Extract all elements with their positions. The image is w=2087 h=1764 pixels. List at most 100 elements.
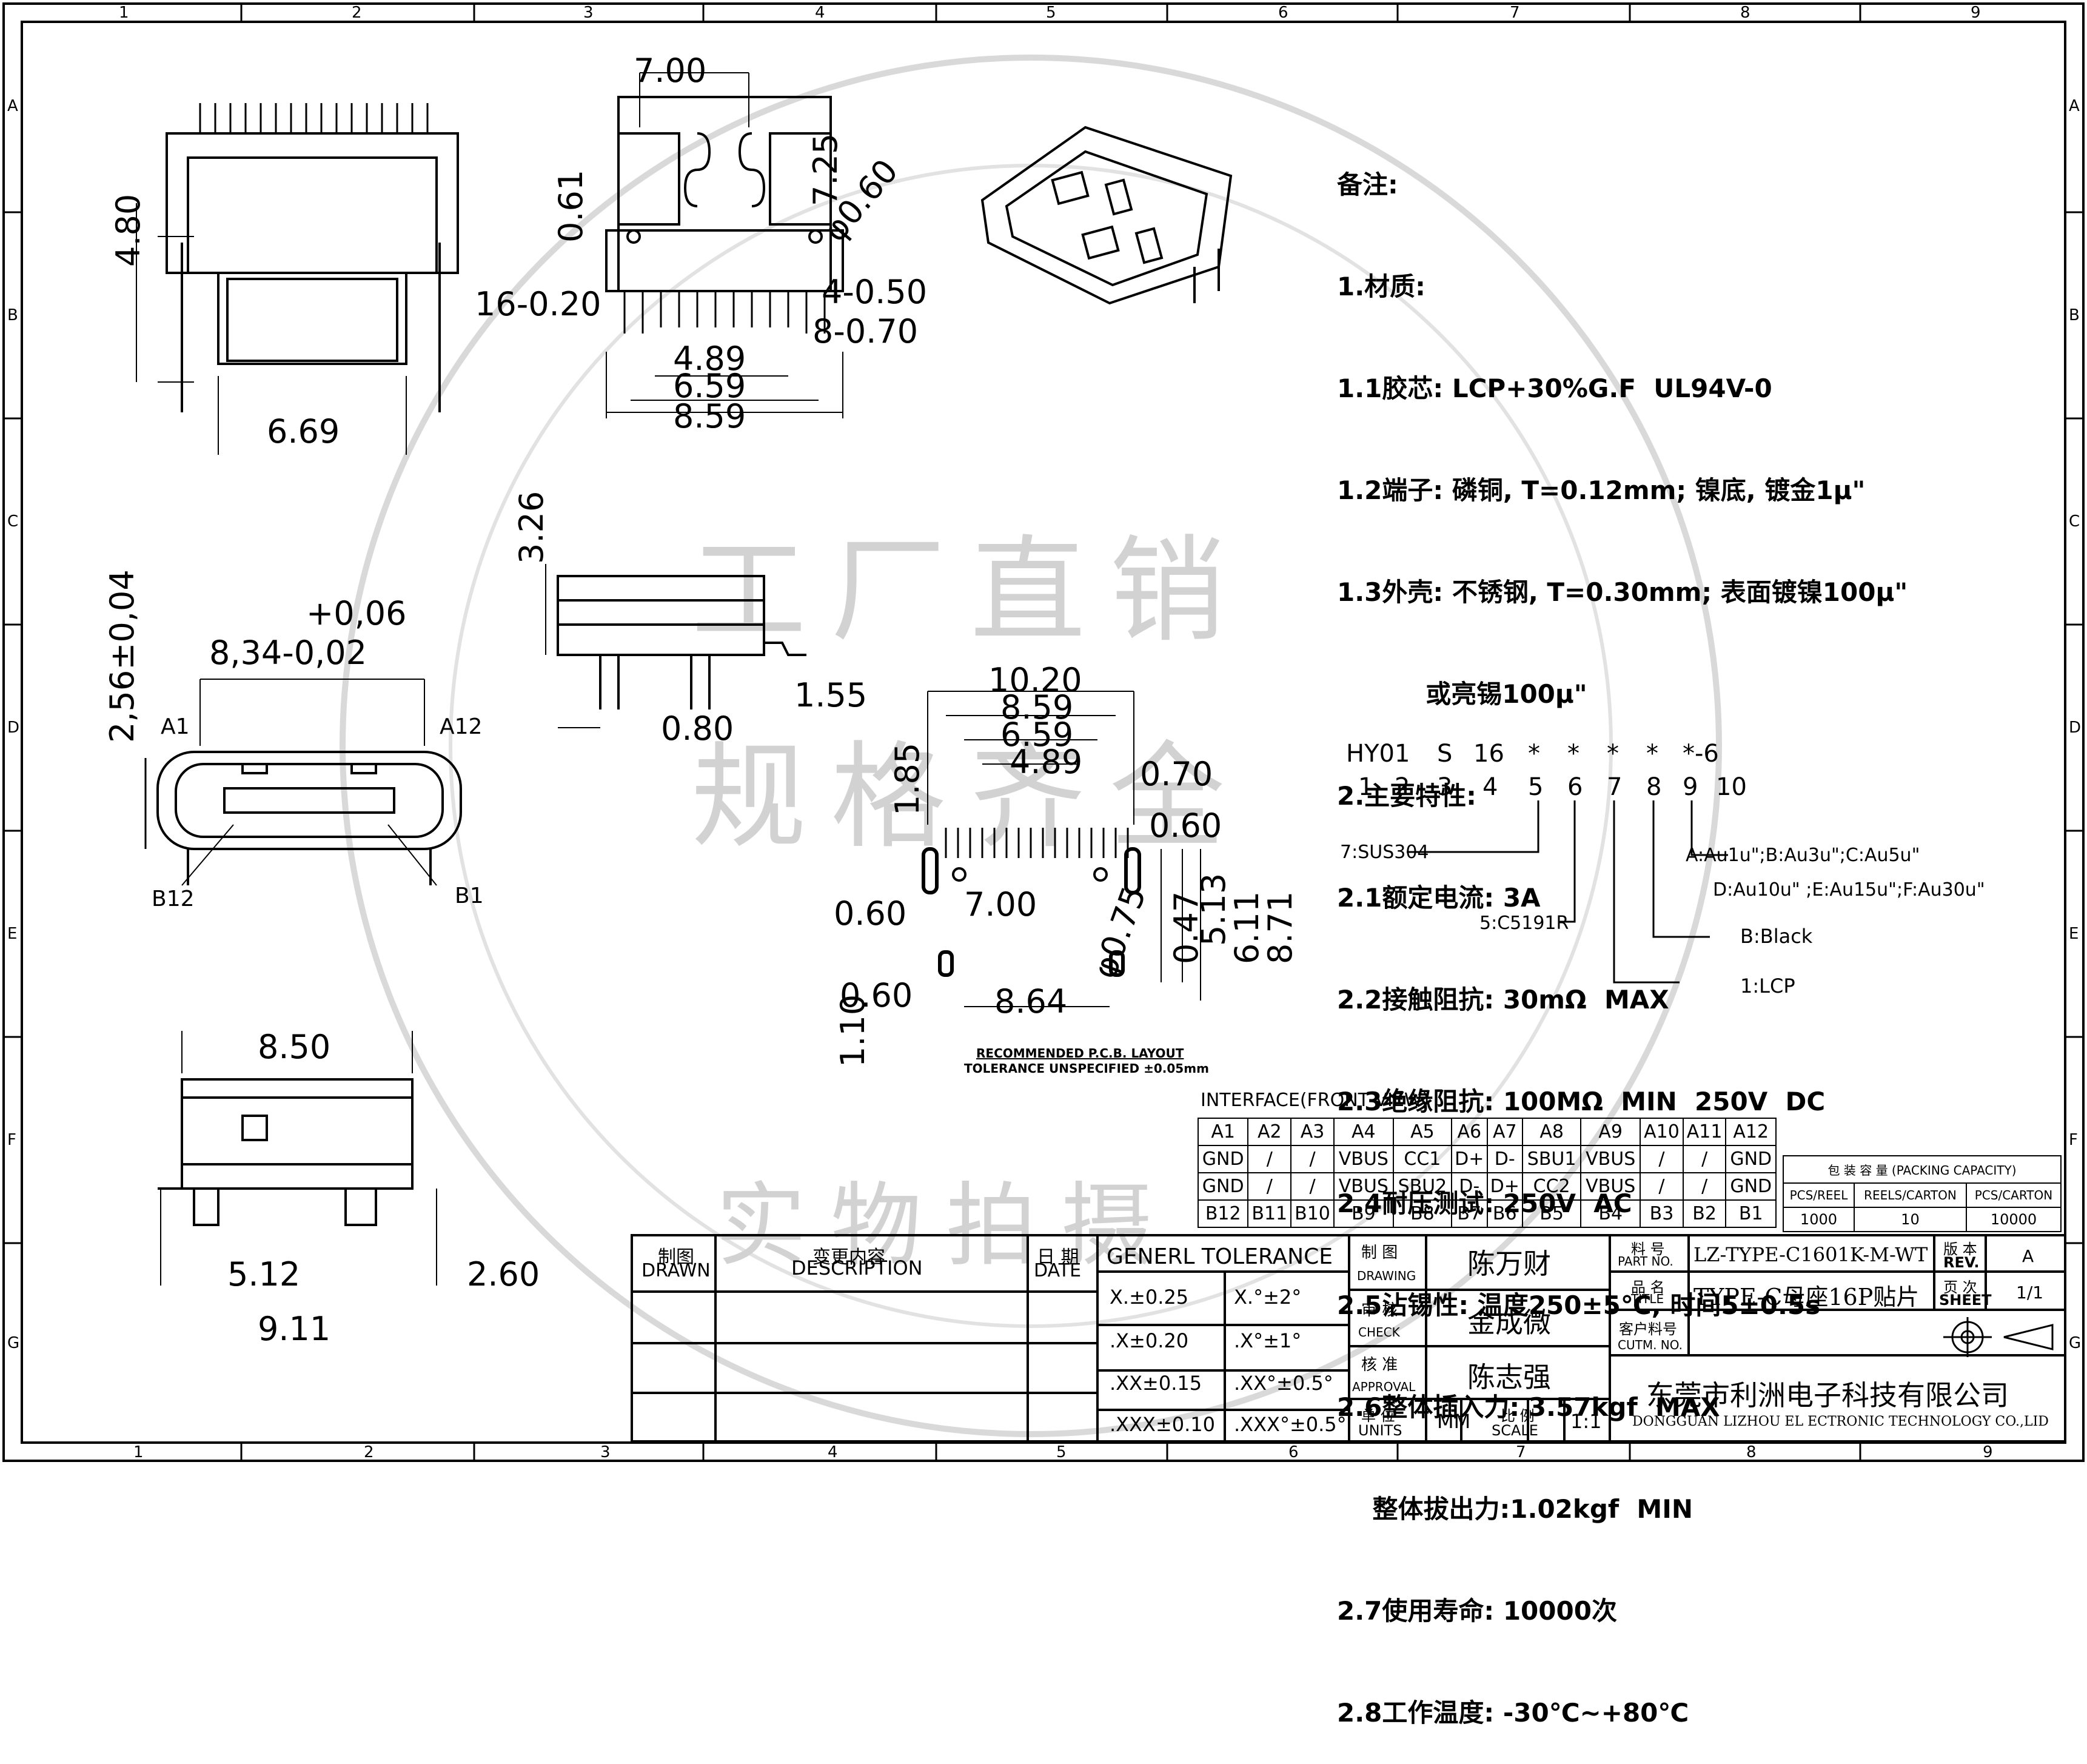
table-cell: B11 <box>1247 1199 1292 1228</box>
drawing-name: 陈万财 <box>1467 1247 1551 1280</box>
dim-pcb-871: 8.71 <box>1261 891 1299 964</box>
dim-pcb-060a: 0.60 <box>1149 807 1222 845</box>
sheet-label-cn: 页 次 <box>1943 1279 1977 1296</box>
code-label-7: 7:SUS304 <box>1340 842 1429 863</box>
col-label: 2 <box>364 1443 374 1461</box>
approval-label-en: APPROVAL <box>1352 1380 1416 1394</box>
projection-symbol-icon <box>1943 1317 2054 1357</box>
partno-value: LZ-TYPE-C1601K-M-WT <box>1693 1243 1928 1266</box>
dim-side-pins-width: 7.00 <box>634 52 707 90</box>
table-row: PCS/REEL REELS/CARTON PCS/CARTON <box>1783 1182 2062 1208</box>
code-seg: 16 <box>1473 740 1504 768</box>
table-cell: GND <box>1197 1172 1249 1201</box>
top-view-drawing <box>136 103 459 455</box>
table-cell: 10000 <box>1965 1207 2062 1232</box>
col-label: 6 <box>1288 1443 1299 1461</box>
rev-label-en: REV. <box>1943 1254 1980 1271</box>
col-label: 7 <box>1516 1443 1526 1461</box>
table-cell: / <box>1640 1145 1684 1173</box>
interface-title: INTERFACE(FRONT VIEW) <box>1201 1090 1430 1111</box>
scale-value: 1:1 <box>1570 1410 1602 1433</box>
table-row: A1 A2 A3 A4 A5 A6 A7 A8 A9 A10 A11 A12 <box>1197 1118 1777 1146</box>
pcb-caption-title: RECOMMENDED P.C.B. LAYOUT <box>976 1046 1184 1061</box>
code-label-8: B:Black <box>1740 925 1813 948</box>
dim-pcb-659: 6.59 <box>1000 716 1074 754</box>
note-line: 1.1胶芯: LCP+30%G.F UL94V-0 <box>1337 374 1772 403</box>
dim-front-tol-plus: +0,06 <box>306 594 407 632</box>
partno-label-cn: 料 号 <box>1631 1241 1665 1258</box>
dim-pcb-185: 1.85 <box>888 742 926 816</box>
table-cell: A8 <box>1522 1118 1582 1146</box>
sheet-label-en: SHEET <box>1939 1292 1992 1309</box>
table-cell: D- <box>1486 1145 1524 1173</box>
check-label-cn: 审 核 <box>1361 1301 1398 1320</box>
row-label: G <box>2069 1334 2082 1352</box>
dim-top-view-height: 4.80 <box>109 193 147 267</box>
check-label-en: CHECK <box>1358 1325 1400 1340</box>
table-cell: / <box>1290 1145 1335 1173</box>
dim-bottom-911: 9.11 <box>258 1310 331 1348</box>
tolerance-angular-1: .X°±1° <box>1234 1329 1302 1352</box>
tolerance-linear-2: .XX±0.15 <box>1110 1372 1202 1395</box>
code-label-9b: D:Au10u" ;E:Au15u";F:Au30u" <box>1713 879 1985 900</box>
table-cell: CC1 <box>1392 1145 1453 1173</box>
table-cell: A4 <box>1333 1118 1394 1146</box>
title-value: TYPE-C母座16P贴片 <box>1693 1284 1920 1310</box>
table-cell: B10 <box>1290 1199 1335 1228</box>
table-cell: B7 <box>1451 1199 1488 1228</box>
title-label-en: TITLE <box>1631 1292 1664 1306</box>
col-label: 1 <box>133 1443 144 1461</box>
table-cell: B8 <box>1392 1199 1453 1228</box>
isometric-view <box>980 126 1233 305</box>
row-label: C <box>2069 512 2080 531</box>
col-label: 5 <box>1046 4 1056 22</box>
note-line: 1.2端子: 磷铜, T=0.12mm; 镍底, 镀金1μ" <box>1337 475 1866 505</box>
cutm-label-cn: 客户料号 <box>1619 1321 1677 1338</box>
pcb-layout-drawing <box>922 691 1201 1007</box>
scale-label-cn: 比 例 <box>1501 1407 1535 1424</box>
table-cell: A10 <box>1640 1118 1684 1146</box>
note-line: 备注: <box>1337 170 1398 200</box>
tolerance-angular-2: .XX°±0.5° <box>1234 1372 1333 1395</box>
row-label: B <box>2069 306 2080 324</box>
note-line: 2.2接触阻抗: 30mΩ MAX <box>1337 985 1669 1014</box>
note-line: 整体拔出力:1.02kgf MIN <box>1337 1494 1693 1524</box>
bottom-view-drawing <box>158 1031 437 1286</box>
tolerance-linear-3: .XXX±0.10 <box>1110 1413 1215 1436</box>
code-index: 2 <box>1395 773 1410 801</box>
tolerance-angular-0: X.°±2° <box>1234 1286 1302 1309</box>
rev-value: A <box>2022 1246 2034 1266</box>
dim-profile-height: 3.26 <box>512 491 551 564</box>
dim-side-pins-061: 0.61 <box>552 169 590 243</box>
table-cell: B4 <box>1580 1199 1641 1228</box>
label-front-a12: A12 <box>440 714 483 739</box>
col-label: 8 <box>1740 4 1750 22</box>
table-cell: D+ <box>1486 1172 1524 1201</box>
table-cell: D- <box>1451 1172 1488 1201</box>
label-front-a1: A1 <box>161 714 190 739</box>
table-cell: A2 <box>1247 1118 1292 1146</box>
row-label: E <box>7 925 18 943</box>
row-label: D <box>7 719 20 737</box>
row-label: F <box>2069 1131 2078 1149</box>
row-label: A <box>7 97 18 115</box>
col-label: 8 <box>1746 1443 1757 1461</box>
label-front-b1: B1 <box>455 884 484 908</box>
title-label-cn: 品 名 <box>1631 1279 1665 1296</box>
tolerance-title: GENERL TOLERANCE <box>1107 1244 1333 1269</box>
packing-table: 包 装 容 量 (PACKING CAPACITY) PCS/REEL REEL… <box>1783 1155 2062 1232</box>
note-line: 2.7使用寿命: 10000次 <box>1337 1596 1617 1626</box>
watermark-text-1: 工厂直销 <box>691 524 1250 658</box>
table-cell: A9 <box>1580 1118 1641 1146</box>
dim-pcb-700: 7.00 <box>964 885 1037 924</box>
table-row: B12 B11 B10 B9 B8 B7 B6 B5 B4 B3 B2 B1 <box>1197 1199 1777 1228</box>
dim-front-height: 2,56±0,04 <box>103 569 141 743</box>
table-cell: VBUS <box>1333 1145 1394 1173</box>
code-index: 7 <box>1607 773 1623 801</box>
table-cell: VBUS <box>1580 1172 1641 1201</box>
table-cell: A3 <box>1290 1118 1335 1146</box>
note-line: 或亮锡100μ" <box>1337 679 1587 709</box>
table-cell: CC2 <box>1522 1172 1582 1201</box>
row-label: G <box>7 1334 20 1352</box>
table-cell: SBU1 <box>1522 1145 1582 1173</box>
